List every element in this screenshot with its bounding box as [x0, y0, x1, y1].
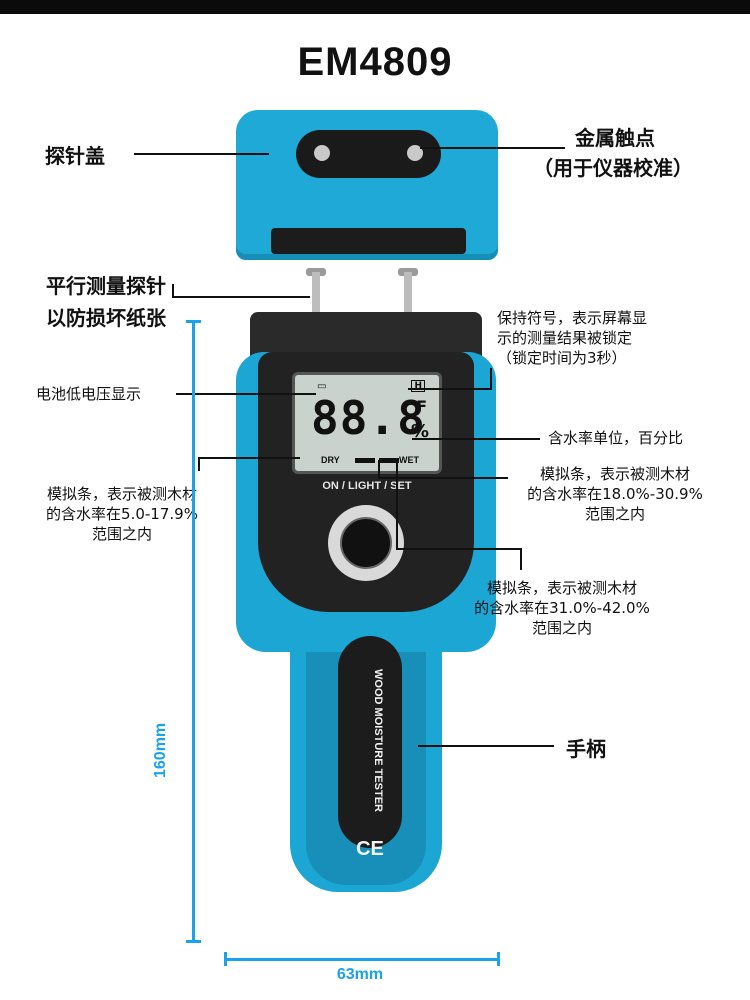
label-probe-cap: 探针盖	[45, 144, 105, 168]
label-metal-contacts-sub: （用于仪器校准）	[533, 156, 693, 180]
probe-cap	[236, 110, 498, 260]
leader-line	[134, 153, 269, 155]
cap-base	[271, 228, 466, 254]
width-dimension-cap	[224, 952, 227, 966]
label-bar-5-1: 模拟条，表示被测木材	[46, 485, 197, 503]
label-bar-5-3: 范围之内	[91, 525, 152, 543]
lcd-degree-unit: °F	[408, 397, 427, 416]
height-dimension-line	[192, 320, 195, 942]
label-low-battery: 电池低电压显示	[36, 385, 142, 403]
lcd-bar-segment	[379, 458, 399, 463]
metal-contacts	[296, 130, 441, 178]
lcd-wet-label: WET	[399, 455, 419, 465]
ce-mark: CE	[356, 838, 384, 860]
label-bar-18-1: 模拟条，表示被测木材	[539, 465, 690, 483]
leader-line	[198, 457, 300, 459]
contact-dot	[314, 145, 330, 161]
leader-line	[198, 457, 200, 471]
width-dimension-cap	[497, 952, 500, 966]
height-dimension-cap	[186, 940, 201, 943]
leader-line	[378, 477, 508, 479]
label-handle: 手柄	[566, 737, 606, 761]
label-bar-18-3: 范围之内	[584, 505, 645, 523]
label-parallel-probes: 平行测量探针	[46, 274, 166, 298]
power-button[interactable]	[328, 505, 404, 581]
leader-line	[490, 368, 492, 390]
label-metal-contacts: 金属触点	[575, 126, 655, 150]
label-moisture-unit: 含水率单位，百分比	[548, 429, 684, 447]
leader-line	[396, 460, 398, 550]
leader-line	[172, 296, 310, 298]
leader-line	[396, 548, 522, 550]
height-dimension-cap	[186, 320, 201, 323]
height-dimension-label: 160mm	[152, 722, 169, 778]
probe-pin	[312, 272, 320, 320]
leader-line	[420, 147, 565, 149]
battery-icon: ▭	[317, 381, 327, 392]
width-dimension-label: 63mm	[336, 966, 384, 983]
hold-icon: H	[411, 380, 425, 392]
leader-line	[378, 460, 380, 479]
label-bar-18-2: 的含水率在18.0%-30.9%	[527, 485, 703, 503]
power-button-core[interactable]	[340, 517, 392, 569]
leader-line	[408, 388, 492, 390]
leader-line	[176, 393, 316, 395]
label-hold-1: 保持符号，表示屏幕显	[497, 309, 648, 327]
lcd-digits: 88.8	[311, 391, 426, 445]
leader-line	[520, 548, 522, 570]
plate-text: WOOD MOISTURE TESTER	[372, 668, 384, 812]
contact-dot	[407, 145, 423, 161]
leader-line	[418, 745, 554, 747]
label-bar-5-2: 的含水率在5.0-17.9%	[46, 505, 198, 523]
probe-pin	[404, 272, 412, 320]
lcd-percent-unit: %	[410, 421, 429, 442]
label-hold-2: 示的测量结果被锁定	[497, 329, 633, 347]
lcd-bar-segment	[355, 458, 375, 463]
label-bar-31-3: 范围之内	[531, 619, 592, 637]
label-bar-31-2: 的含水率在31.0%-42.0%	[474, 599, 650, 617]
leader-line	[412, 438, 540, 440]
leader-line	[172, 284, 174, 298]
label-parallel-probes-sub: 以防损坏纸张	[46, 306, 166, 330]
page-title: EM4809	[297, 40, 453, 84]
lcd-dry-label: DRY	[321, 455, 340, 465]
label-bar-31-1: 模拟条，表示被测木材	[486, 579, 637, 597]
button-label: ON / LIGHT / SET	[322, 480, 412, 492]
label-plate	[338, 636, 402, 848]
top-bar	[0, 0, 750, 14]
width-dimension-line	[224, 958, 500, 961]
label-hold-3: （锁定时间为3秒）	[497, 349, 627, 367]
